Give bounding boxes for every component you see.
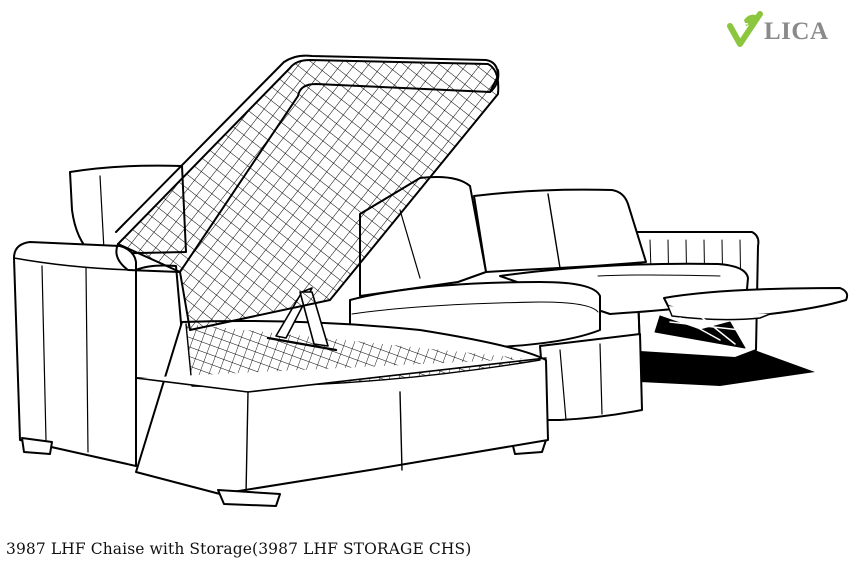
left-arm [13,241,137,467]
recliner-footrest [654,287,849,349]
product-caption: 3987 LHF Chaise with Storage(3987 LHF ST… [6,540,472,558]
logo-text: LICA [764,18,829,45]
storage-lid-open [115,54,500,331]
sofa-base [511,333,643,455]
brand-logo: LICA [726,10,841,52]
leaf-check-icon [727,11,763,47]
